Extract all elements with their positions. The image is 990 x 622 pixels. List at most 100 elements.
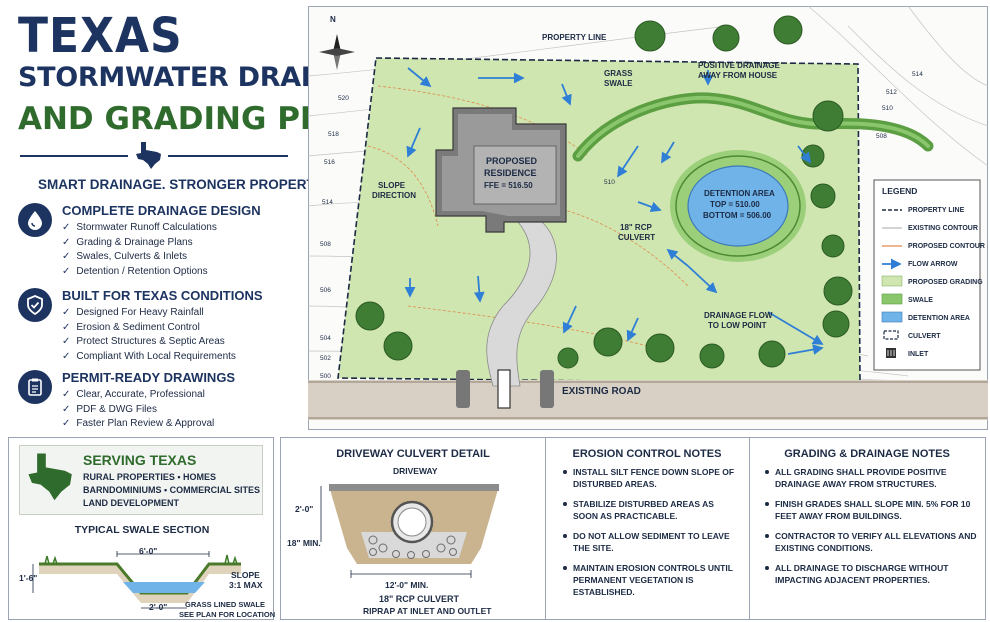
notes-divider bbox=[749, 438, 750, 619]
legend-title: LEGEND bbox=[882, 186, 917, 196]
divider-right bbox=[168, 155, 288, 157]
existing-road bbox=[308, 380, 988, 420]
proposed-residence bbox=[435, 107, 567, 233]
serving-panel: SERVING TEXAS RURAL PROPERTIES • HOMES B… bbox=[8, 437, 276, 620]
svg-text:502: 502 bbox=[320, 355, 331, 362]
feature-list: Designed For Heavy Rainfall Erosion & Se… bbox=[62, 307, 236, 365]
grass-swale-label: GRASS bbox=[604, 69, 633, 78]
svg-text:508: 508 bbox=[320, 241, 331, 248]
feature-item: Compliant With Local Requirements bbox=[62, 351, 236, 366]
serving-line: LAND DEVELOPMENT bbox=[83, 498, 180, 508]
existing-road-label: EXISTING ROAD bbox=[562, 386, 641, 397]
svg-text:506: 506 bbox=[320, 287, 331, 294]
erosion-note: DO NOT ALLOW SEDIMENT TO LEAVE THE SITE. bbox=[561, 530, 741, 554]
contour-elevation: 510 bbox=[604, 179, 615, 186]
serving-title: SERVING TEXAS bbox=[83, 452, 197, 468]
culvert-icon bbox=[456, 369, 554, 409]
driveway bbox=[486, 219, 557, 387]
erosion-note: MAINTAIN EROSION CONTROLS UNTIL PERMANEN… bbox=[561, 562, 741, 598]
shield-check-icon bbox=[18, 288, 52, 322]
culvert-cover-dim: 2'-0" bbox=[295, 504, 314, 514]
trees bbox=[355, 15, 853, 369]
grading-note: FINISH GRADES SHALL SLOPE MIN. 5% FOR 10… bbox=[763, 498, 977, 522]
legend-item: CULVERT bbox=[908, 333, 941, 340]
detention-area-water bbox=[687, 165, 789, 247]
svg-text:520: 520 bbox=[338, 95, 349, 102]
feature-item: Faster Plan Review & Approval bbox=[62, 418, 214, 433]
svg-text:508: 508 bbox=[876, 133, 887, 140]
detention-top: TOP = 510.00 bbox=[710, 200, 760, 209]
swale-slope-label: SLOPE bbox=[231, 570, 260, 580]
positive-drainage-label: POSITIVE DRAINAGE bbox=[698, 61, 780, 70]
legend-item: FLOW ARROW bbox=[908, 261, 958, 268]
legend-item: PROPOSED CONTOUR bbox=[908, 243, 985, 250]
culvert-width-dim: 12'-0" MIN. bbox=[385, 580, 429, 590]
serving-line: BARNDOMINIUMS • COMMERCIAL SITES bbox=[83, 485, 260, 495]
legend-item: PROPERTY LINE bbox=[908, 207, 965, 214]
culvert-riprap-label: RIPRAP AT INLET AND OUTLET bbox=[363, 606, 492, 616]
culvert-detail-drawing bbox=[320, 484, 499, 578]
swale-section-drawing bbox=[32, 551, 241, 609]
feature-title: BUILT FOR TEXAS CONDITIONS bbox=[62, 288, 263, 303]
feature-item: Clear, Accurate, Professional bbox=[62, 389, 214, 404]
erosion-note: INSTALL SILT FENCE DOWN SLOPE OF DISTURB… bbox=[561, 466, 741, 490]
culvert-driveway-label: DRIVEWAY bbox=[393, 466, 438, 476]
feature-item: PDF & DWG Files bbox=[62, 404, 214, 419]
feature-list: Clear, Accurate, Professional PDF & DWG … bbox=[62, 389, 214, 433]
feature-title: PERMIT-READY DRAWINGS bbox=[62, 370, 236, 385]
contour-labels-left: 520 518 516 514 508 506 504 502 500 bbox=[320, 95, 349, 380]
residence-label: RESIDENCE bbox=[484, 168, 537, 178]
detention-label: DETENTION AREA bbox=[704, 189, 775, 198]
grading-note: ALL GRADING SHALL PROVIDE POSITIVE DRAIN… bbox=[763, 466, 977, 490]
slope-direction-label: DIRECTION bbox=[372, 191, 416, 200]
swale-note: GRASS LINED SWALE bbox=[185, 600, 266, 609]
culvert-detail-title: DRIVEWAY CULVERT DETAIL bbox=[336, 448, 490, 460]
swale-bottom-width: 2'-0" bbox=[149, 602, 168, 612]
rcp-culvert-label: 18" RCP bbox=[620, 223, 652, 232]
legend-item: SWALE bbox=[908, 297, 933, 304]
svg-text:516: 516 bbox=[324, 159, 335, 166]
swale-depth: 1'-6" bbox=[19, 573, 38, 583]
grading-notes-title: GRADING & DRAINAGE NOTES bbox=[784, 448, 950, 460]
legend: LEGEND PROPERTY LINE EXISTING CONTOUR PR… bbox=[873, 179, 985, 371]
grading-notes-list: ALL GRADING SHALL PROVIDE POSITIVE DRAIN… bbox=[763, 466, 977, 594]
grading-note: CONTRACTOR TO VERIFY ALL ELEVATIONS AND … bbox=[763, 530, 977, 554]
legend-item: PROPOSED GRADING bbox=[908, 279, 983, 286]
contour-labels-right: 514 512 510 508 bbox=[876, 71, 923, 140]
drainage-flow-label: TO LOW POINT bbox=[708, 321, 767, 330]
flow-arrows bbox=[404, 67, 824, 355]
svg-text:514: 514 bbox=[322, 199, 333, 206]
divider-left bbox=[20, 155, 128, 157]
legend-item: INLET bbox=[908, 351, 929, 358]
erosion-note: STABILIZE DISTURBED AREAS AS SOON AS PRA… bbox=[561, 498, 741, 522]
feature-item: Protect Structures & Septic Areas bbox=[62, 336, 236, 351]
legend-item: EXISTING CONTOUR bbox=[908, 225, 978, 232]
tagline: SMART DRAINAGE. STRONGER PROPERTIES. bbox=[38, 177, 341, 192]
svg-text:504: 504 bbox=[320, 335, 331, 342]
feature-item: Swales, Culverts & Inlets bbox=[62, 251, 217, 266]
feature-item: Designed For Heavy Rainfall bbox=[62, 307, 236, 322]
detention-bottom: BOTTOM = 506.00 bbox=[703, 211, 772, 220]
positive-drainage-label: AWAY FROM HOUSE bbox=[698, 71, 778, 80]
swale-note: SEE PLAN FOR LOCATION bbox=[179, 610, 276, 619]
culvert-pipe-label: 18" RCP CULVERT bbox=[379, 594, 459, 604]
clipboard-icon bbox=[18, 370, 52, 404]
texas-state-icon bbox=[136, 142, 161, 169]
residence-label: PROPOSED bbox=[486, 156, 538, 166]
erosion-notes-title: EROSION CONTROL NOTES bbox=[572, 448, 722, 460]
notes-divider bbox=[545, 438, 546, 619]
erosion-notes-list: INSTALL SILT FENCE DOWN SLOPE OF DISTURB… bbox=[561, 466, 741, 606]
feature-item: Erosion & Sediment Control bbox=[62, 322, 236, 337]
title-line-1: TEXAS bbox=[18, 8, 183, 65]
north-arrow-icon bbox=[319, 34, 355, 70]
feature-title: COMPLETE DRAINAGE DESIGN bbox=[62, 203, 261, 218]
serving-line: RURAL PROPERTIES • HOMES bbox=[83, 472, 217, 482]
culvert-min-cover: 18" MIN. bbox=[287, 538, 321, 548]
rcp-culvert-label: CULVERT bbox=[618, 233, 655, 242]
svg-text:510: 510 bbox=[882, 105, 893, 112]
site-plan: N PROPERTY LINE GRASS SWALE POSITIVE DRA… bbox=[308, 6, 988, 430]
property-line-label: PROPERTY LINE bbox=[542, 33, 607, 42]
ffe-label: FFE = 516.50 bbox=[484, 181, 533, 190]
north-label: N bbox=[330, 15, 336, 24]
svg-text:512: 512 bbox=[886, 89, 897, 96]
